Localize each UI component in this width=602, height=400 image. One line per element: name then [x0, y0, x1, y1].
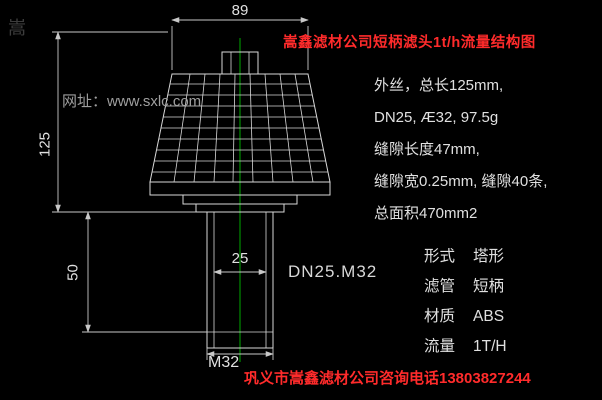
attribute-value: ABS	[473, 308, 505, 325]
attribute-row: 滤管短柄	[424, 272, 507, 302]
contact-footer: 巩义市嵩鑫滤材公司咨询电话13803827244	[244, 370, 531, 387]
attribute-row: 材质 ABS	[424, 302, 507, 332]
attribute-label: 形式	[424, 248, 456, 265]
attribute-label: 材质	[424, 308, 456, 325]
spec-list: 外丝，总长125mm, DN25, Æ32, 97.5g 缝隙长度47mm, 缝…	[374, 70, 547, 230]
drawing-title: 嵩鑫滤材公司短柄滤头1t/h流量结构图	[283, 35, 536, 51]
spec-line: 外丝，总长125mm,	[374, 77, 504, 94]
dimension-125	[52, 31, 196, 213]
attribute-value: 塔形	[473, 248, 505, 265]
spec-line: DN25, Æ32, 97.5g	[374, 109, 499, 126]
corner-watermark: 嵩	[8, 18, 26, 38]
attribute-table: 形式塔形 滤管短柄 材质 ABS 流量 1T/H	[424, 242, 507, 362]
attribute-label: 滤管	[424, 278, 456, 295]
attribute-label: 流量	[424, 338, 456, 355]
attribute-row: 流量 1T/H	[424, 332, 507, 362]
attribute-value: 短柄	[473, 278, 505, 295]
attribute-value: 1T/H	[473, 338, 507, 355]
dimension-label-m32: M32	[208, 354, 240, 371]
spec-line: 缝隙宽0.25mm, 缝隙40条,	[374, 173, 548, 190]
spec-line: 缝隙长度47mm,	[374, 141, 480, 158]
attribute-row: 形式塔形	[424, 242, 507, 272]
dimension-label-25: 25	[231, 250, 249, 267]
website-watermark: 网址：www.sxlc.com	[62, 93, 202, 110]
dimension-label-125: 125	[36, 131, 54, 158]
dimension-50	[82, 211, 207, 333]
thread-callout: DN25.M32	[288, 262, 378, 281]
dimension-89	[171, 17, 309, 70]
dimension-label-89: 89	[231, 2, 249, 19]
dimension-label-50: 50	[64, 264, 82, 281]
spec-line: 总面积470mm2	[374, 205, 478, 222]
filter-stem	[206, 211, 274, 349]
filter-cone	[149, 73, 331, 183]
dimension-m32	[206, 348, 274, 360]
